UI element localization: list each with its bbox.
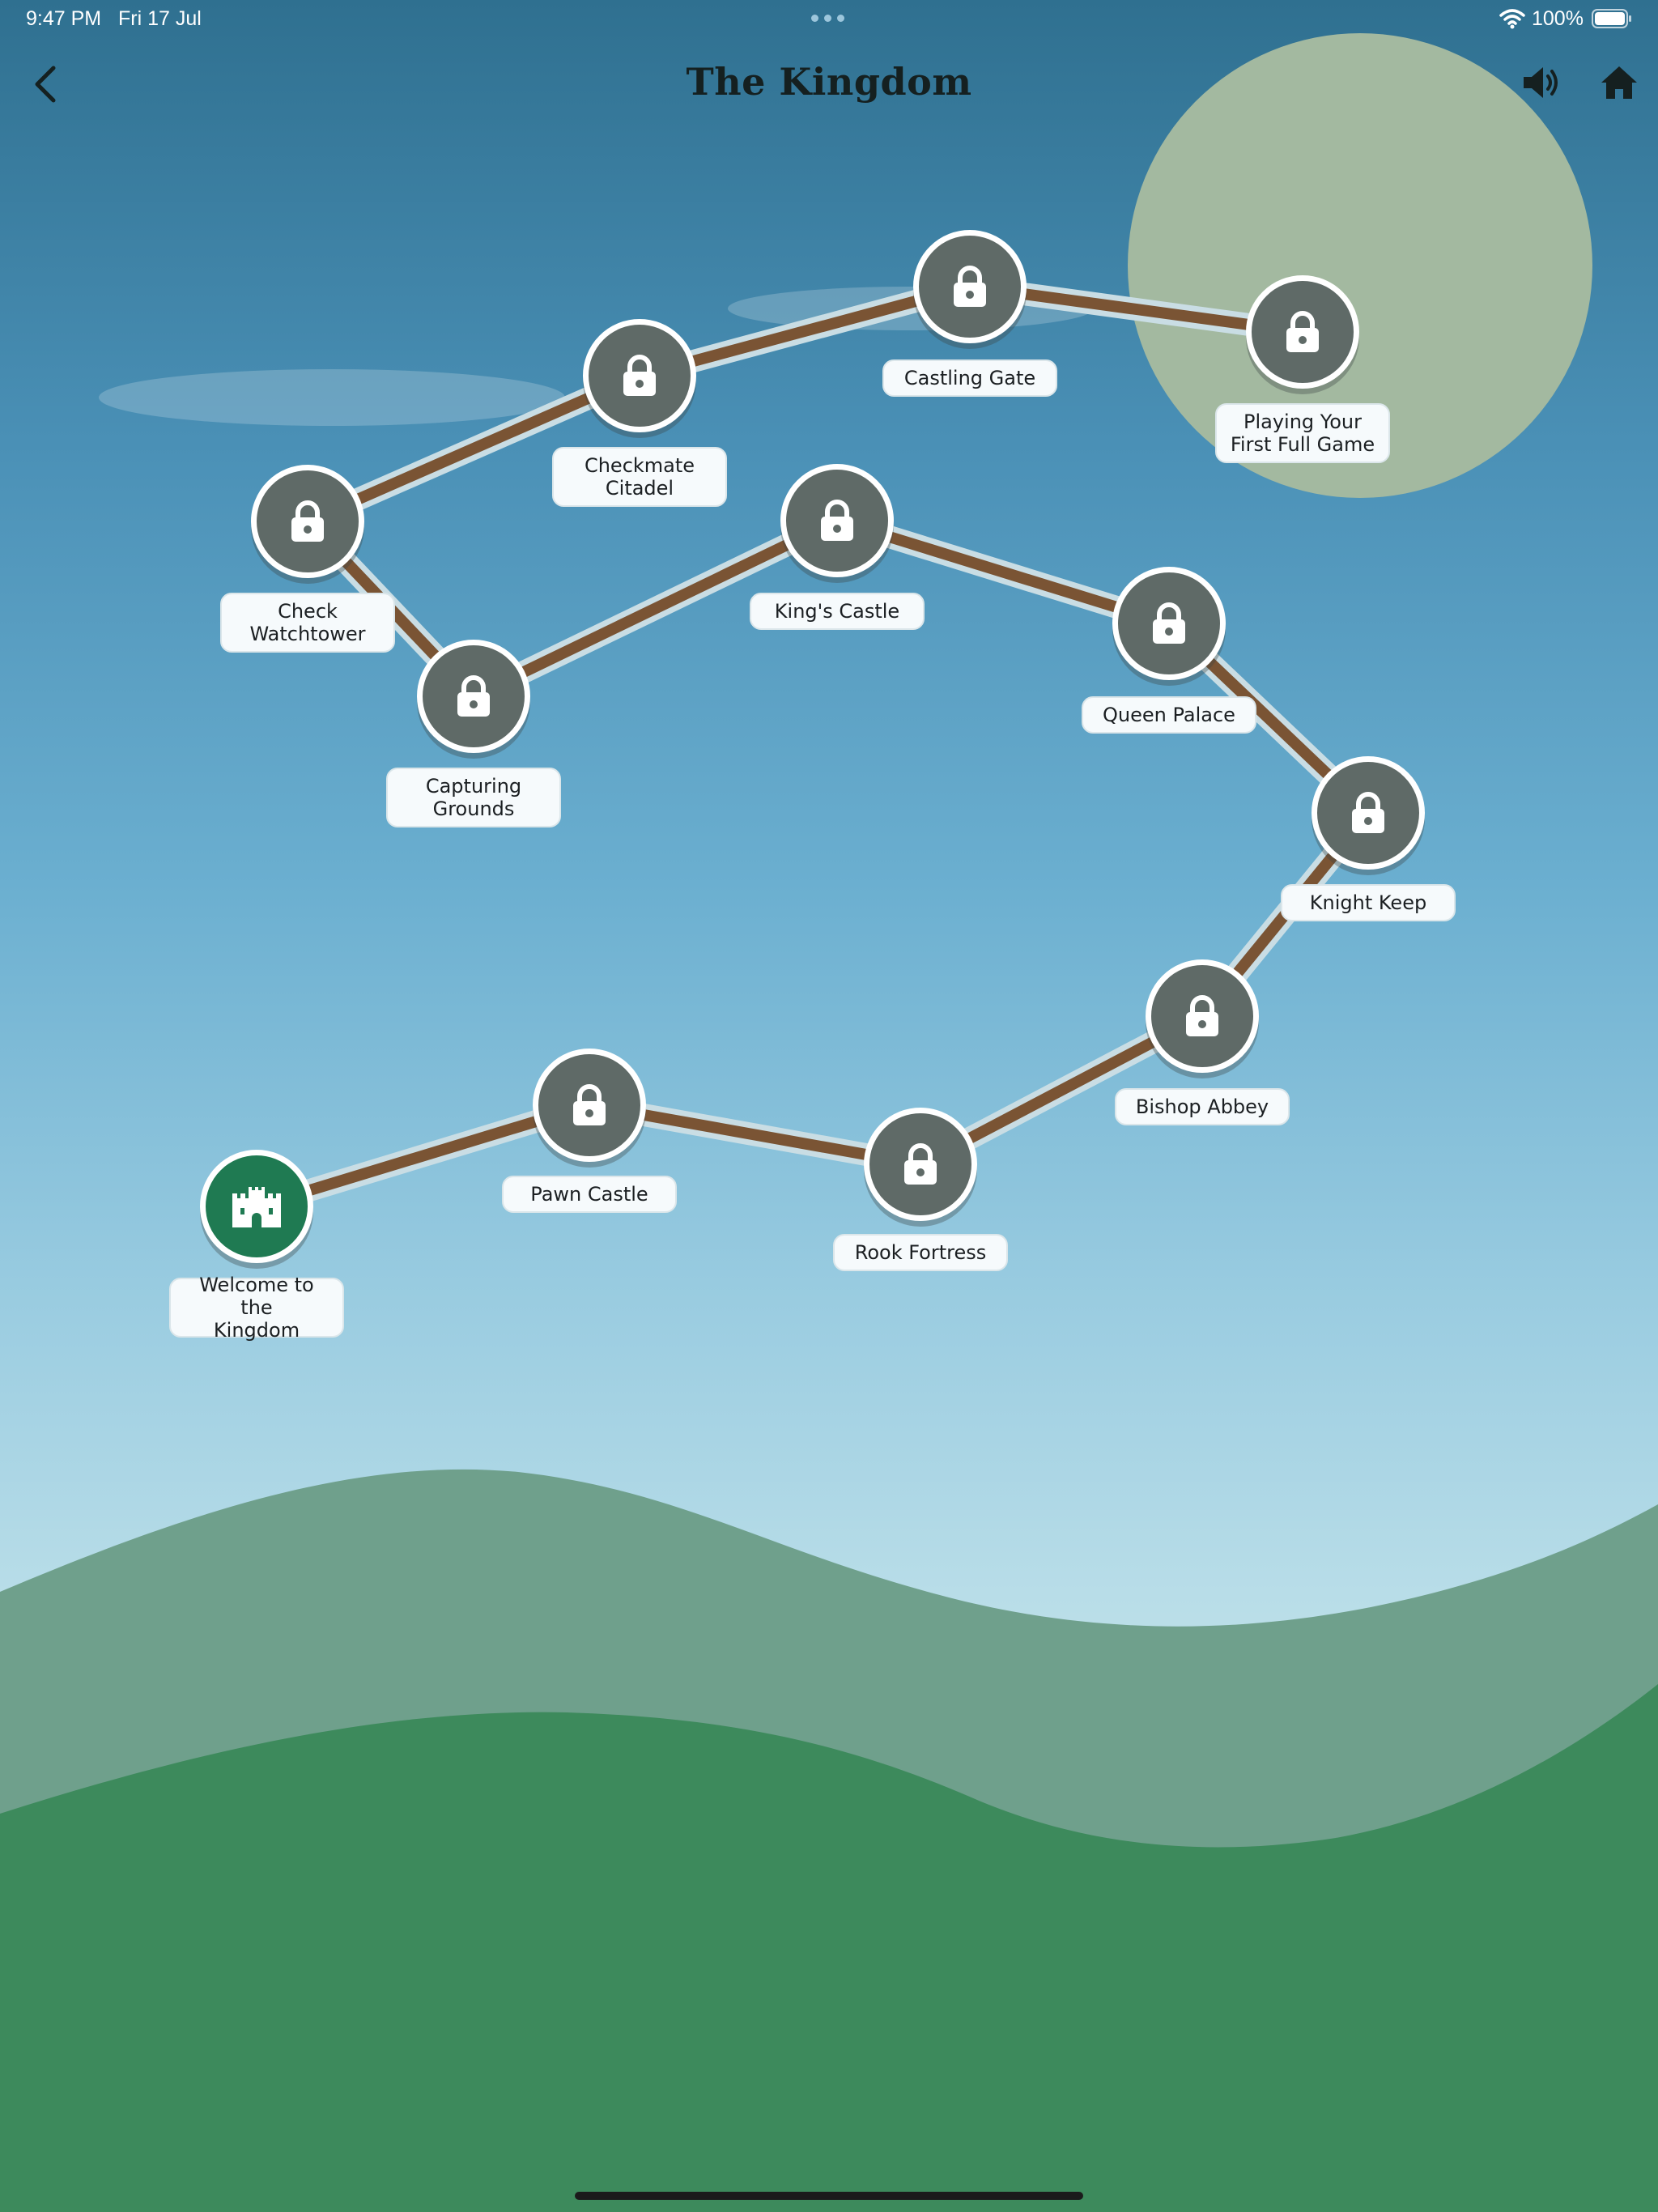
multitask-dots-icon[interactable] [811,15,845,23]
battery-percent: 100% [1532,7,1584,30]
level-node-checkmate-citadel[interactable] [583,319,696,432]
level-node-rook-fortress[interactable] [864,1108,977,1221]
status-bar: 9:47 PM Fri 17 Jul 100% [0,0,1658,39]
status-date: Fri 17 Jul [118,7,202,30]
level-label-bishop-abbey[interactable]: Bishop Abbey [1115,1088,1290,1125]
back-chevron-icon[interactable] [32,65,58,104]
level-label-knight-keep[interactable]: Knight Keep [1281,884,1456,921]
level-node-pawn-castle[interactable] [533,1049,646,1162]
lock-icon [457,675,490,717]
level-node-knight-keep[interactable] [1312,756,1425,870]
level-label-queen-palace[interactable]: Queen Palace [1082,696,1256,734]
lock-icon [1153,602,1185,644]
status-time: 9:47 PM [26,7,102,30]
page-title: The Kingdom [686,60,972,104]
level-node-queen-palace[interactable] [1112,567,1226,680]
level-label-pawn-castle[interactable]: Pawn Castle [502,1176,677,1213]
level-label-kings-castle[interactable]: King's Castle [750,593,925,630]
level-label-check-watchtower[interactable]: Check Watchtower [220,593,395,653]
level-node-check-watchtower[interactable] [251,465,364,578]
home-indicator[interactable] [575,2192,1083,2200]
level-label-checkmate-citadel[interactable]: Checkmate Citadel [552,447,727,507]
lock-icon [573,1084,606,1125]
level-node-capturing-grounds[interactable] [417,640,530,753]
level-label-rook-fortress[interactable]: Rook Fortress [833,1234,1008,1271]
lock-icon [821,500,853,541]
cloud [99,369,565,426]
battery-icon [1592,9,1631,28]
lock-icon [1186,995,1218,1036]
level-node-first-full-game[interactable] [1246,275,1359,389]
lock-icon [1352,792,1384,833]
castle-icon [232,1187,281,1227]
level-node-kings-castle[interactable] [780,464,894,577]
level-label-capturing-grounds[interactable]: Capturing Grounds [386,768,561,827]
wifi-icon [1499,9,1525,29]
lock-icon [623,355,656,396]
level-label-welcome[interactable]: Welcome to the Kingdom [169,1274,344,1342]
speaker-icon[interactable] [1522,65,1561,100]
lock-icon [1286,311,1319,352]
hill-front [0,1684,1658,2212]
level-node-welcome[interactable] [200,1150,313,1263]
lock-icon [904,1143,937,1185]
level-label-first-full-game[interactable]: Playing Your First Full Game [1215,403,1390,463]
level-node-bishop-abbey[interactable] [1146,959,1259,1073]
level-node-castling-gate[interactable] [913,230,1027,343]
lock-icon [954,266,986,307]
home-icon[interactable] [1600,65,1639,100]
moon [1128,33,1592,498]
level-label-castling-gate[interactable]: Castling Gate [882,359,1057,397]
lock-icon [291,500,324,542]
